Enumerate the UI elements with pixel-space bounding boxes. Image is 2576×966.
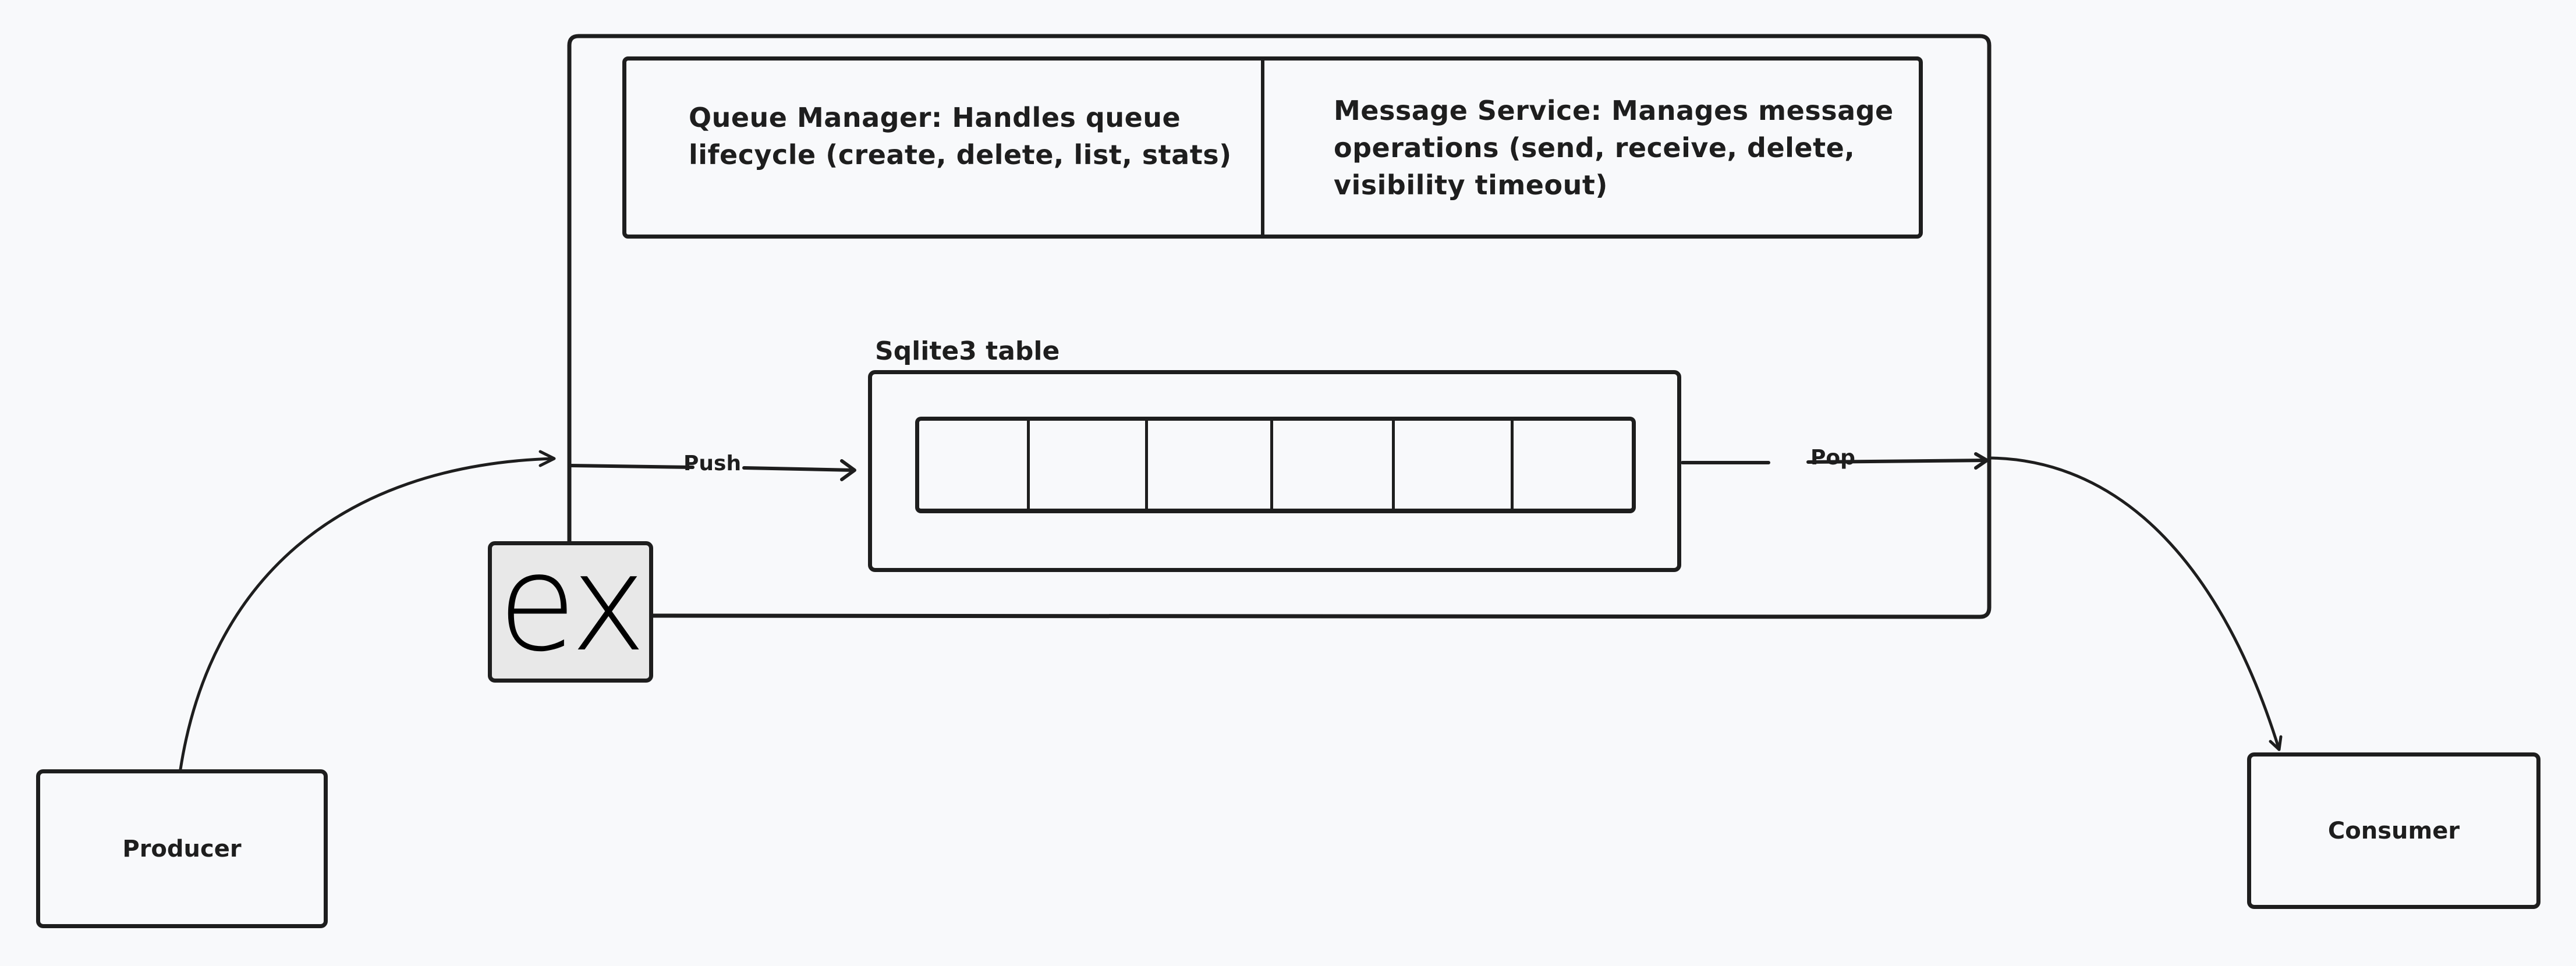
queue-cell-divider xyxy=(1145,419,1148,511)
producer-to-system-curve xyxy=(179,457,555,771)
consumer-label: Consumer xyxy=(2327,817,2460,844)
producer-box: Producer xyxy=(36,769,328,928)
push-label: Push xyxy=(683,452,742,475)
push-arrow-line xyxy=(569,464,695,469)
system-boundary xyxy=(567,34,1992,619)
express-logo-icon: ex xyxy=(488,537,653,683)
services-divider xyxy=(1261,58,1264,237)
queue-cell-divider xyxy=(1027,419,1030,511)
producer-label: Producer xyxy=(122,835,242,862)
pop-arrow-line-2 xyxy=(1806,459,1988,464)
push-arrow-line-2 xyxy=(742,466,855,472)
queue-cell-divider xyxy=(1270,419,1273,511)
services-box xyxy=(622,56,1923,239)
queue-row xyxy=(915,417,1636,513)
sqlite-table-box xyxy=(868,370,1681,572)
queue-cell-divider xyxy=(1392,419,1395,511)
consumer-box: Consumer xyxy=(2247,752,2540,909)
consumer-curve-arrowhead xyxy=(2269,735,2283,751)
system-to-consumer-curve xyxy=(1988,456,2281,751)
express-logo-text: ex xyxy=(498,525,646,681)
push-arrowhead xyxy=(840,459,856,481)
queue-cell-divider xyxy=(1511,419,1514,511)
queue-manager-description: Queue Manager: Handles queue lifecycle (… xyxy=(689,102,1232,171)
pop-arrowhead xyxy=(1974,452,1989,470)
producer-curve-arrowhead xyxy=(538,450,556,467)
message-service-description: Message Service: Manages message operati… xyxy=(1334,95,1894,201)
pop-label: Pop xyxy=(1810,446,1855,470)
sqlite-table-label: Sqlite3 table xyxy=(875,336,1060,366)
